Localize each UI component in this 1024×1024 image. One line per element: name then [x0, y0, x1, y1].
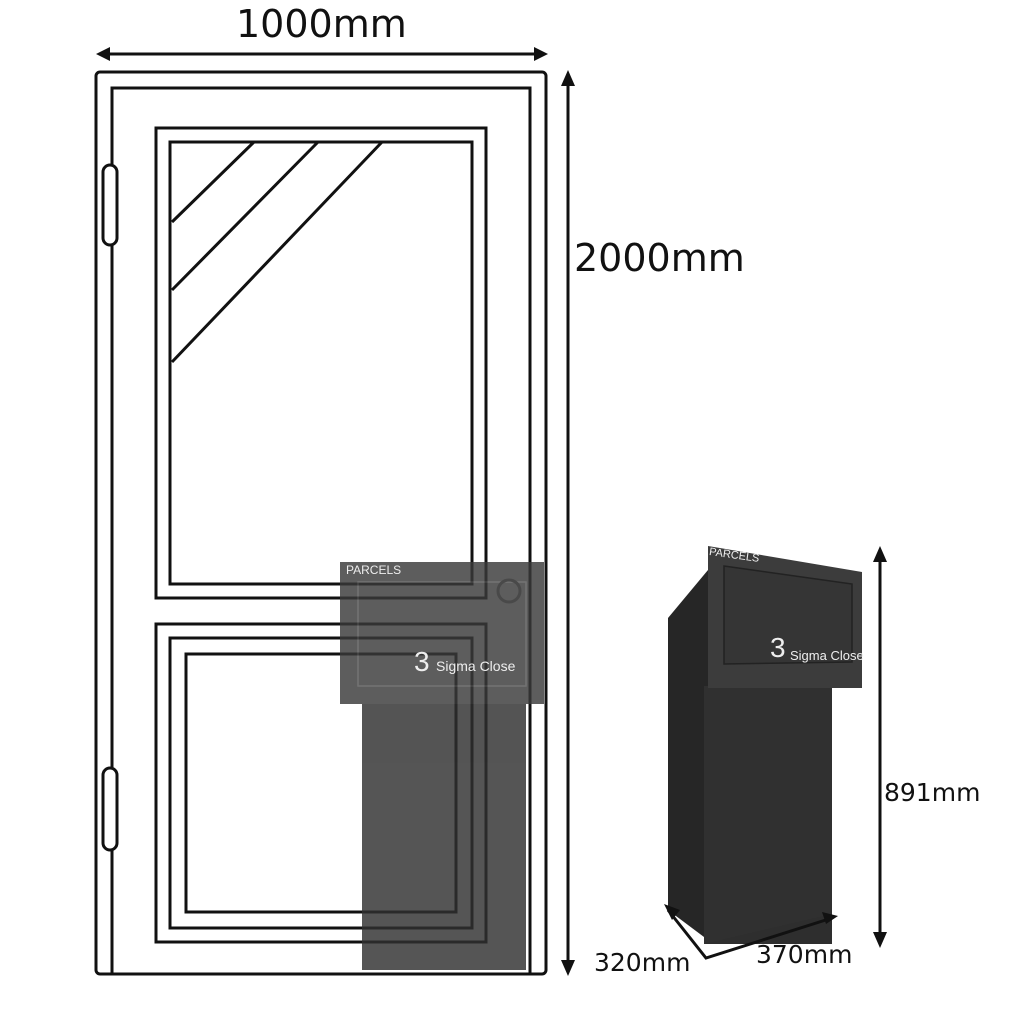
- parcel-box-overlay: [340, 562, 544, 970]
- box-depth-label: 320mm: [594, 948, 691, 977]
- overlay-house-number: 3: [414, 646, 430, 677]
- door-height-label: 2000mm: [574, 236, 745, 280]
- box-height-label: 891mm: [884, 778, 981, 807]
- overlay-parcels-label: PARCELS: [346, 563, 402, 577]
- door-width-label: 1000mm: [236, 2, 407, 46]
- box-house-number: 3: [770, 632, 786, 663]
- overlay-street: Sigma Close: [436, 658, 516, 674]
- box-width-label: 370mm: [756, 940, 853, 969]
- box-street: Sigma Close: [790, 648, 864, 663]
- parcel-box-photo: [668, 546, 862, 944]
